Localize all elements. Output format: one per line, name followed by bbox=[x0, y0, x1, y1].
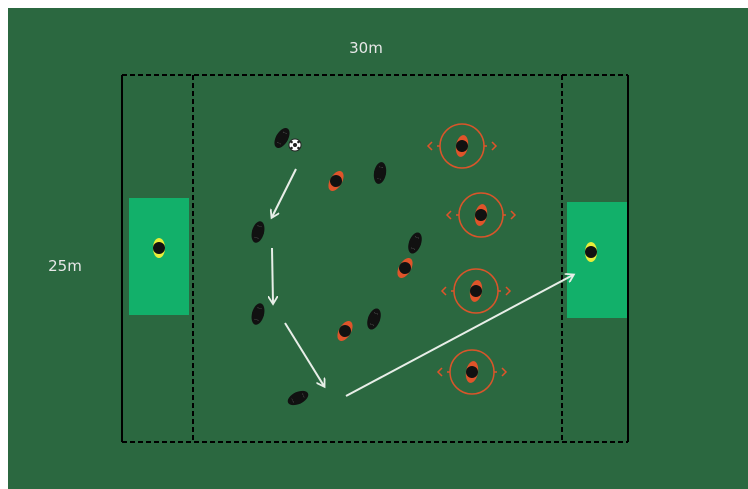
pitch-boundary bbox=[121, 74, 629, 443]
pass-arrow-icon bbox=[272, 247, 273, 303]
right-goal-area bbox=[567, 202, 627, 318]
pass-arrow-icon bbox=[272, 168, 297, 217]
pass-arrow-icon bbox=[284, 322, 324, 386]
left-goalkeeper-icon bbox=[153, 238, 165, 258]
width-label: 30m bbox=[349, 39, 383, 57]
top-border-strip bbox=[0, 0, 748, 8]
pressing-defender-3 bbox=[441, 268, 511, 314]
left-border-strip bbox=[0, 0, 8, 489]
pressing-defender-2 bbox=[446, 192, 516, 238]
right-goalkeeper-icon bbox=[585, 242, 597, 262]
pressing-defender-4 bbox=[437, 349, 507, 395]
pass-arrow-icon bbox=[345, 275, 573, 397]
pressing-defender-1 bbox=[427, 123, 497, 169]
height-label: 25m bbox=[48, 257, 82, 275]
soccer-ball-icon bbox=[288, 138, 302, 152]
pitch-background bbox=[8, 8, 748, 489]
